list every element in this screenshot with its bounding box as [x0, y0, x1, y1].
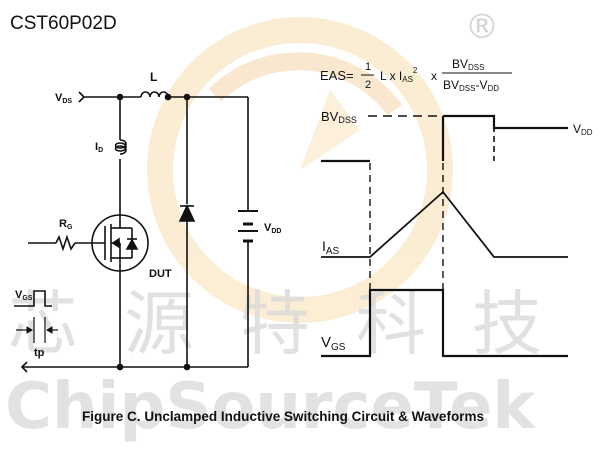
- body-diode-triangle: [125, 238, 139, 250]
- watermark-brand-text: ChipSourceTek: [5, 370, 536, 444]
- eas-prefix: EAS=: [320, 68, 354, 83]
- junction-vds: [116, 93, 124, 101]
- label-dut: DUT: [149, 268, 172, 280]
- label-inductor: L: [150, 70, 157, 84]
- watermark-registered-mark: ®: [465, 7, 499, 47]
- eas-mid: L x IAS2: [380, 66, 418, 84]
- freewheel-diode-triangle: [178, 204, 196, 222]
- eas-frac-num: 1: [365, 61, 371, 73]
- label-vdd-waveform: VDD: [573, 122, 593, 137]
- watermark-chinese-text: 芯源特科技: [8, 283, 588, 365]
- tp-arrow-left: [26, 326, 33, 334]
- gate-resistor-symbol: [55, 234, 76, 252]
- circuit-schematic: [14, 91, 258, 373]
- junction-inductor: [164, 93, 172, 101]
- label-ias: IAS: [322, 238, 340, 257]
- label-vdd-circuit: VDD: [264, 222, 281, 235]
- vgs-trace: [321, 288, 568, 358]
- eas-frac-den: 2: [365, 79, 371, 91]
- label-bvdss: BVDSS: [321, 109, 357, 125]
- mosfet-arrow: [111, 237, 120, 249]
- vgs-input-pulse: [14, 290, 52, 307]
- label-id: ID: [95, 141, 103, 154]
- eas-bv-den: BVDSS-VDD: [443, 78, 499, 93]
- label-rg: RG: [59, 218, 73, 231]
- figure-caption: Figure C. Unclamped Inductive Switching …: [82, 408, 484, 424]
- eas-bv-num: BVDSS: [452, 57, 484, 72]
- label-vgs-waveform: VGS: [321, 334, 346, 353]
- vds-trace: [321, 114, 568, 163]
- eas-x: x: [431, 69, 437, 83]
- waveform-traces: [321, 114, 568, 358]
- label-vgs-circuit: VGS: [15, 289, 33, 302]
- label-tp: tp: [34, 347, 45, 359]
- ias-trace: [321, 190, 568, 258]
- tp-arrow-right: [46, 326, 53, 334]
- vds-terminal-arrow: [78, 91, 86, 103]
- label-vds: VDS: [55, 92, 72, 105]
- eas-formula: EAS= 1 2 L x IAS2 x BVDSS BVDSS-VDD: [320, 57, 512, 93]
- ground-terminal-arrow: [20, 361, 28, 373]
- part-number: CST60P02D: [10, 13, 117, 34]
- inductor-symbol: [140, 91, 169, 98]
- junction-bottom-left: [116, 363, 124, 371]
- current-probe-symbol: [114, 139, 127, 155]
